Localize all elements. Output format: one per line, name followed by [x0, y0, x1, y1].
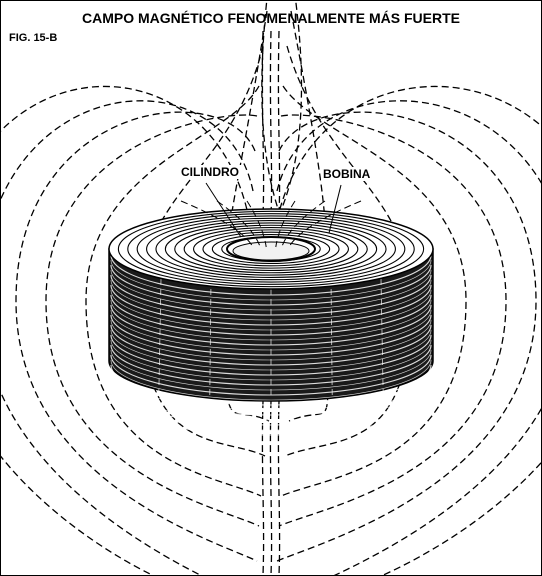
cylinder-inner [232, 241, 310, 261]
field-loop-right [276, 100, 541, 575]
figure-number: FIG. 15-B [9, 32, 58, 44]
winding-turn [110, 364, 432, 406]
cylinder-leader [205, 182, 242, 238]
winding-turn [110, 384, 432, 426]
coil-label: BOBINA [321, 167, 373, 181]
axial-field-line [269, 400, 273, 575]
cylinder-label: CILINDRO [179, 165, 241, 179]
top-winding-ring [164, 222, 378, 276]
axial-field-line [261, 30, 265, 217]
top-winding-ring [146, 217, 396, 281]
axial-field-line [269, 30, 273, 217]
winding-turn [110, 359, 432, 401]
top-winding-ring [174, 224, 368, 274]
winding-turn [110, 369, 432, 411]
top-winding-ring [155, 220, 387, 278]
top-winding-ring [202, 231, 340, 267]
core-field-line [281, 200, 326, 248]
core-field-line [288, 200, 362, 248]
core-field-line [180, 200, 254, 248]
axial-field-line [277, 400, 281, 575]
field-loop-left [15, 111, 258, 562]
field-loop-left [85, 85, 262, 497]
axial-field-line [261, 400, 265, 575]
top-winding-ring [211, 233, 331, 265]
axial-field-line [277, 30, 281, 217]
field-loop-left [45, 114, 260, 527]
field-loop-left [1, 100, 254, 575]
field-loop-right [274, 85, 541, 575]
top-winding-ring [136, 215, 406, 283]
top-winding-ring [117, 210, 425, 288]
core-field-line [216, 200, 261, 248]
winding-turn [110, 389, 432, 431]
diagram-title: CAMPO MAGNÉTICO FENOMENALMENTE MÁS FUERT… [82, 10, 460, 26]
top-winding-ring [183, 227, 359, 271]
core-field-line [275, 200, 296, 248]
top-winding-ring [193, 229, 349, 269]
winding-turn [110, 379, 432, 421]
inner-field-lines [180, 182, 362, 248]
field-loop-right [280, 85, 467, 497]
coil-leader [328, 184, 342, 234]
field-loop-left [1, 85, 252, 575]
field-loop-right [276, 111, 537, 562]
coil-winding [108, 208, 434, 436]
winding-turn [110, 374, 432, 416]
core-field-line [246, 200, 267, 248]
field-loop-right [278, 114, 507, 527]
top-winding-ring [127, 213, 415, 285]
winding-turn [110, 394, 432, 436]
